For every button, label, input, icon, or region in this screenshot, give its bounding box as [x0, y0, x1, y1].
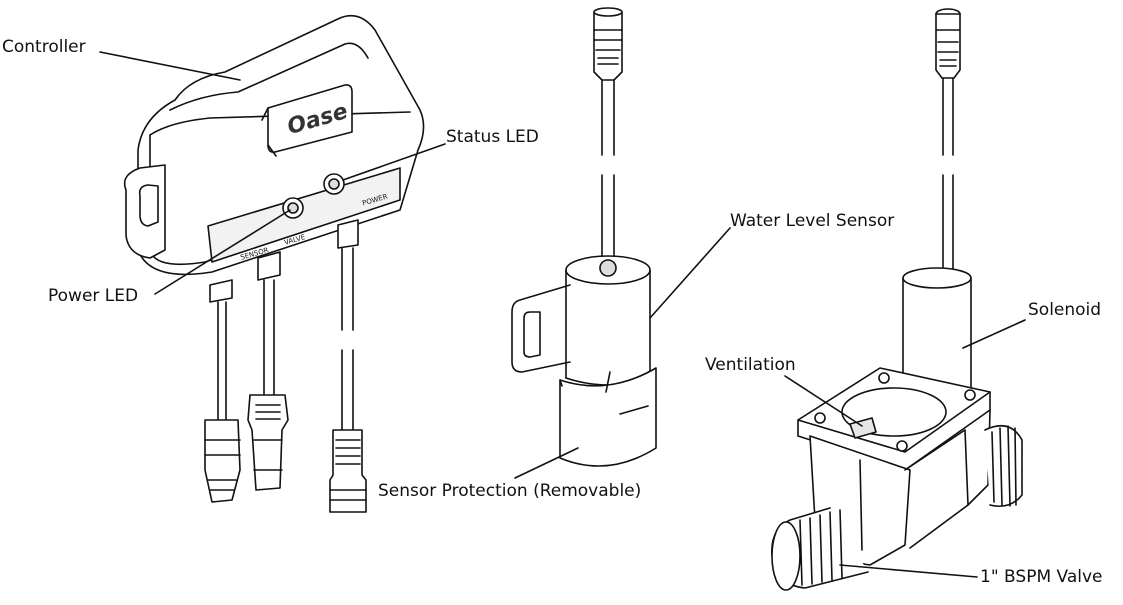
- solenoid-valve-unit: [771, 8, 1023, 591]
- label-power-led: Power LED: [48, 286, 139, 306]
- label-solenoid: Solenoid: [1028, 300, 1102, 320]
- water-level-sensor-unit: [511, 7, 657, 467]
- label-water-level-sensor: Water Level Sensor: [730, 211, 895, 231]
- label-controller: Controller: [2, 37, 86, 57]
- label-ventilation: Ventilation: [705, 355, 796, 375]
- label-valve: 1" BSPM Valve: [980, 567, 1103, 587]
- label-status-led: Status LED: [446, 127, 539, 147]
- controller-unit: [123, 14, 425, 513]
- leader-lines: [99, 51, 1026, 578]
- label-sensor-protection: Sensor Protection (Removable): [378, 481, 642, 501]
